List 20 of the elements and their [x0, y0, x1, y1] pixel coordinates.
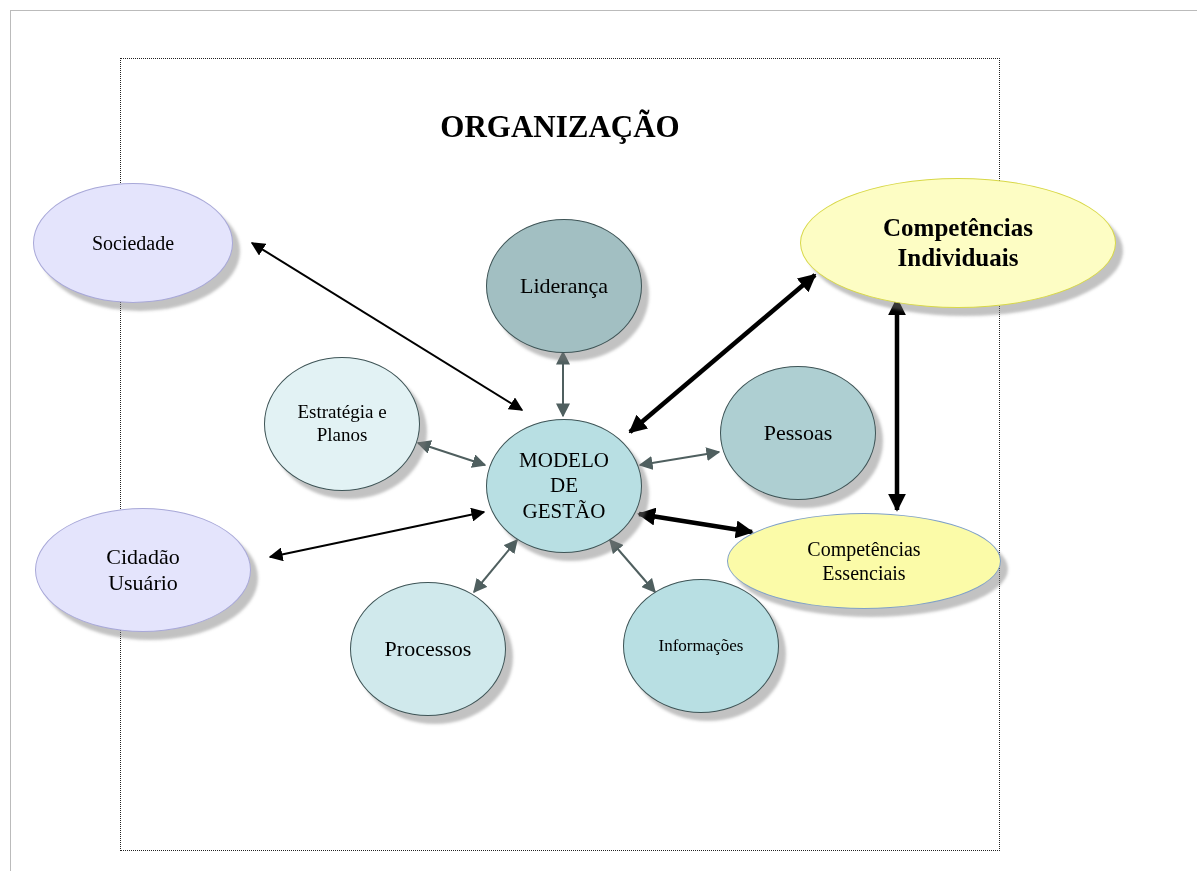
node-label: Pessoas: [763, 419, 833, 447]
node-label: Estratégia e Planos: [296, 401, 388, 447]
arrow: [637, 507, 754, 539]
arrow: [473, 538, 518, 594]
node-label: Informações: [658, 635, 744, 657]
circle-node: [623, 579, 779, 713]
node-label: Competências Essenciais: [806, 537, 922, 585]
node-label: Liderança: [520, 272, 608, 300]
node-label: MODELO DE GESTÃO: [518, 448, 610, 524]
node-label: Sociedade: [91, 231, 175, 255]
arrow: [250, 242, 524, 411]
arrow: [609, 538, 656, 594]
node-label: Competências Individuais: [882, 213, 1034, 273]
arrow: [268, 507, 486, 562]
frame-title: ORGANIZAÇÃO: [439, 109, 681, 145]
arrow: [416, 440, 487, 468]
node-label: Processos: [384, 635, 472, 663]
arrow: [638, 447, 721, 470]
arrow: [628, 273, 817, 434]
node-label: Cidadão Usuário: [105, 543, 181, 597]
